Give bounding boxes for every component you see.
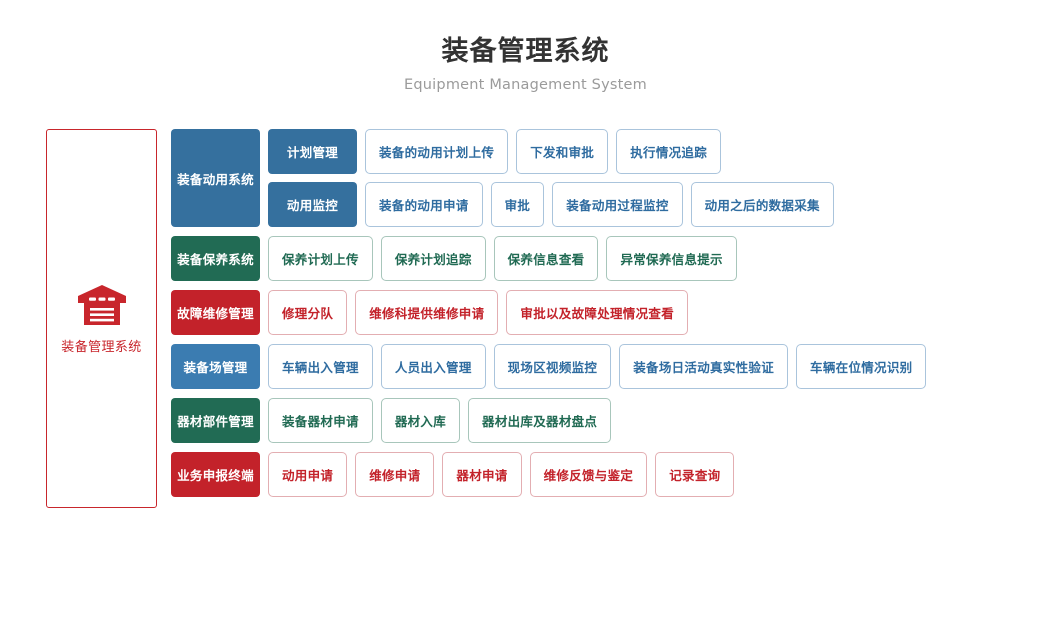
function-card[interactable]: 装备的动用计划上传 xyxy=(365,129,509,174)
system-subrow: 车辆出入管理人员出入管理现场区视频监控装备场日活动真实性验证车辆在位情况识别 xyxy=(268,344,927,389)
warehouse-icon xyxy=(76,283,128,327)
function-card[interactable]: 下发和审批 xyxy=(516,129,609,174)
system-row: 装备场管理车辆出入管理人员出入管理现场区视频监控装备场日活动真实性验证车辆在位情… xyxy=(171,344,927,389)
function-card[interactable]: 动用申请 xyxy=(268,452,348,497)
function-card[interactable]: 器材出库及器材盘点 xyxy=(468,398,612,443)
system-row: 业务申报终端动用申请维修申请器材申请维修反馈与鉴定记录查询 xyxy=(171,452,926,497)
function-card[interactable]: 异常保养信息提示 xyxy=(606,236,737,281)
system-row: 器材部件管理装备器材申请器材入库器材出库及器材盘点 xyxy=(171,398,926,443)
system-row: 装备动用系统计划管理装备的动用计划上传下发和审批执行情况追踪动用监控装备的动用申… xyxy=(171,129,926,227)
system-row-body: 装备器材申请器材入库器材出库及器材盘点 xyxy=(268,398,612,443)
system-subrow: 装备器材申请器材入库器材出库及器材盘点 xyxy=(268,398,612,443)
function-card[interactable]: 维修反馈与鉴定 xyxy=(529,452,648,497)
system-subrow: 修理分队维修科提供维修申请审批以及故障处理情况查看 xyxy=(268,290,689,335)
page-title: 装备管理系统 xyxy=(441,36,610,67)
system-row-head[interactable]: 装备场管理 xyxy=(171,344,260,389)
function-card[interactable]: 装备器材申请 xyxy=(268,398,373,443)
function-card[interactable]: 审批以及故障处理情况查看 xyxy=(506,290,689,335)
function-card[interactable]: 器材申请 xyxy=(442,452,522,497)
function-card[interactable]: 记录查询 xyxy=(655,452,735,497)
system-row-head[interactable]: 装备保养系统 xyxy=(171,236,260,281)
system-subrow: 计划管理装备的动用计划上传下发和审批执行情况追踪 xyxy=(268,129,834,174)
subsystem-node[interactable]: 动用监控 xyxy=(268,182,357,227)
function-card[interactable]: 动用之后的数据采集 xyxy=(690,182,834,227)
function-card[interactable]: 器材入库 xyxy=(380,398,461,443)
function-card[interactable]: 审批 xyxy=(490,182,545,227)
function-card[interactable]: 装备场日活动真实性验证 xyxy=(619,344,789,389)
function-card[interactable]: 保养计划上传 xyxy=(268,236,373,281)
function-card[interactable]: 人员出入管理 xyxy=(380,344,486,389)
system-row-body: 保养计划上传保养计划追踪保养信息查看异常保养信息提示 xyxy=(268,236,737,281)
system-subrow: 保养计划上传保养计划追踪保养信息查看异常保养信息提示 xyxy=(268,236,737,281)
system-rows: 装备动用系统计划管理装备的动用计划上传下发和审批执行情况追踪动用监控装备的动用申… xyxy=(171,129,927,506)
function-card[interactable]: 执行情况追踪 xyxy=(616,129,722,174)
function-card[interactable]: 车辆在位情况识别 xyxy=(796,344,927,389)
function-card[interactable]: 车辆出入管理 xyxy=(268,344,373,389)
system-row-body: 动用申请维修申请器材申请维修反馈与鉴定记录查询 xyxy=(268,452,735,497)
system-row-body: 修理分队维修科提供维修申请审批以及故障处理情况查看 xyxy=(268,290,689,335)
system-row-body: 计划管理装备的动用计划上传下发和审批执行情况追踪动用监控装备的动用申请审批装备动… xyxy=(268,129,834,227)
root-system-panel[interactable]: 装备管理系统 xyxy=(46,129,157,508)
system-row: 装备保养系统保养计划上传保养计划追踪保养信息查看异常保养信息提示 xyxy=(171,236,926,281)
page-subtitle: Equipment Management System xyxy=(404,77,647,93)
page-header: 装备管理系统 Equipment Management System xyxy=(0,0,1051,96)
system-row-head[interactable]: 装备动用系统 xyxy=(171,129,260,227)
function-card[interactable]: 维修申请 xyxy=(355,452,435,497)
function-card[interactable]: 保养信息查看 xyxy=(493,236,599,281)
function-card[interactable]: 装备动用过程监控 xyxy=(552,182,683,227)
system-row: 故障维修管理修理分队维修科提供维修申请审批以及故障处理情况查看 xyxy=(171,290,926,335)
system-row-body: 车辆出入管理人员出入管理现场区视频监控装备场日活动真实性验证车辆在位情况识别 xyxy=(268,344,927,389)
root-system-label: 装备管理系统 xyxy=(61,339,142,355)
function-card[interactable]: 保养计划追踪 xyxy=(380,236,486,281)
system-row-head[interactable]: 故障维修管理 xyxy=(171,290,260,335)
function-card[interactable]: 维修科提供维修申请 xyxy=(355,290,499,335)
function-card[interactable]: 修理分队 xyxy=(268,290,348,335)
function-card[interactable]: 装备的动用申请 xyxy=(365,182,483,227)
function-card[interactable]: 现场区视频监控 xyxy=(493,344,612,389)
subsystem-node[interactable]: 计划管理 xyxy=(268,129,357,174)
system-row-head[interactable]: 业务申报终端 xyxy=(171,452,260,497)
system-subrow: 动用申请维修申请器材申请维修反馈与鉴定记录查询 xyxy=(268,452,735,497)
system-row-head[interactable]: 器材部件管理 xyxy=(171,398,260,443)
system-subrow: 动用监控装备的动用申请审批装备动用过程监控动用之后的数据采集 xyxy=(268,182,834,227)
